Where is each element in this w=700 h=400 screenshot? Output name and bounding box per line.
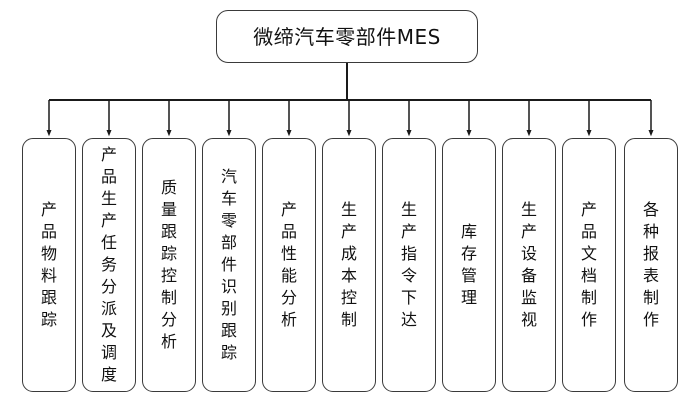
child-node-4[interactable]: 汽车零部件识别跟踪 — [202, 138, 256, 392]
child-node-6[interactable]: 生产成本控制 — [322, 138, 376, 392]
child-node-2[interactable]: 产品生产任务分派及调度 — [82, 138, 136, 392]
child-node-label: 产品物料跟踪 — [40, 200, 57, 329]
child-node-label: 生产指令下达 — [400, 200, 417, 329]
child-node-9[interactable]: 生产设备监视 — [502, 138, 556, 392]
root-node-label: 微缔汽车零部件MES — [253, 24, 441, 49]
child-node-label: 生产成本控制 — [340, 200, 357, 329]
child-node-label: 产品生产任务分派及调度 — [100, 145, 117, 384]
child-node-label: 汽车零部件识别跟踪 — [220, 167, 237, 362]
root-node[interactable]: 微缔汽车零部件MES — [216, 10, 478, 63]
child-node-7[interactable]: 生产指令下达 — [382, 138, 436, 392]
child-node-label: 各种报表制作 — [642, 200, 659, 329]
child-node-label: 库存管理 — [460, 222, 477, 307]
child-node-label: 质量跟踪控制分析 — [160, 178, 177, 351]
child-node-label: 产品文档制作 — [580, 200, 597, 329]
child-node-8[interactable]: 库存管理 — [442, 138, 496, 392]
child-node-11[interactable]: 各种报表制作 — [624, 138, 678, 392]
child-node-label: 生产设备监视 — [520, 200, 537, 329]
child-node-10[interactable]: 产品文档制作 — [562, 138, 616, 392]
child-node-label: 产品性能分析 — [280, 200, 297, 329]
child-node-3[interactable]: 质量跟踪控制分析 — [142, 138, 196, 392]
child-node-5[interactable]: 产品性能分析 — [262, 138, 316, 392]
child-node-1[interactable]: 产品物料跟踪 — [22, 138, 76, 392]
